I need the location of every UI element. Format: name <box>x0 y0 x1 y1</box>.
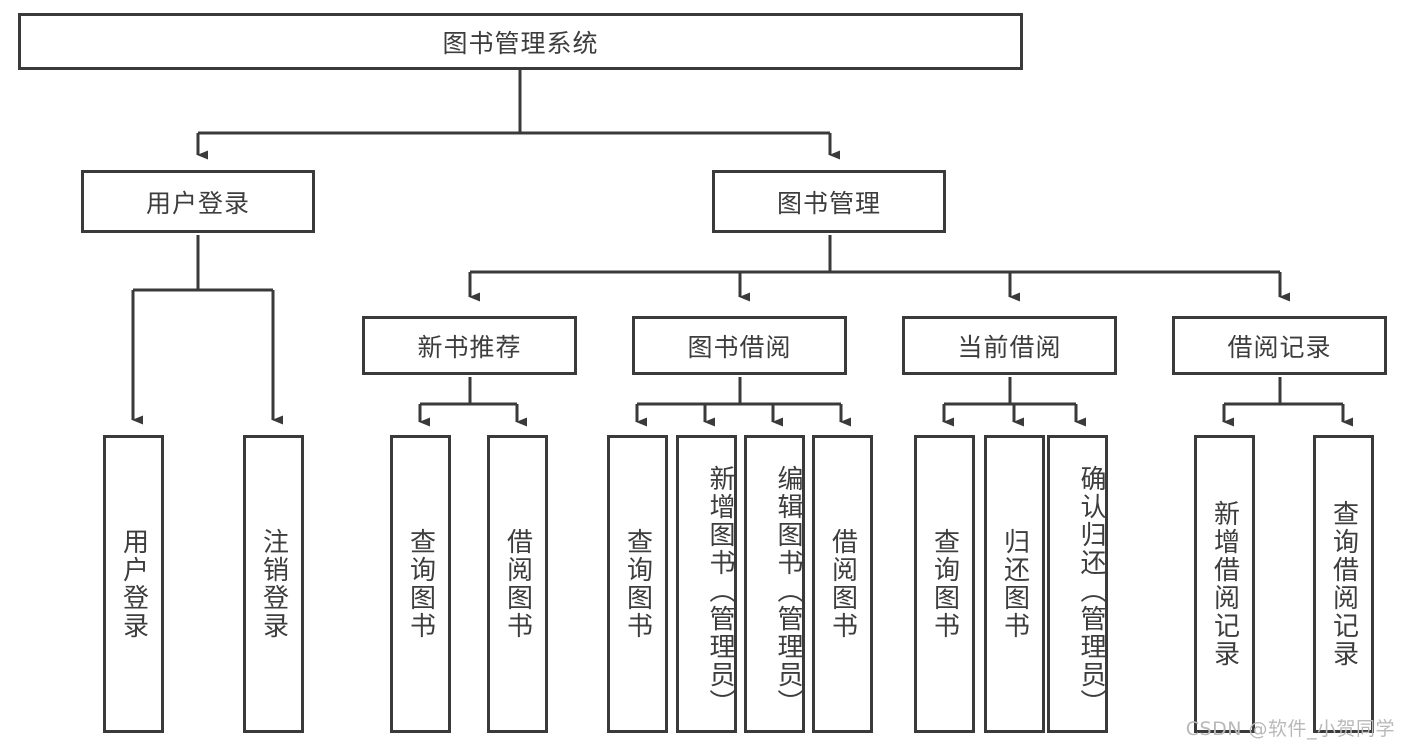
leaf-book-borrow-add-book-admin[interactable]: 新增图书（管理员） <box>676 435 737 733</box>
leaf-user-login-logout[interactable]: 注销登录 <box>243 435 304 733</box>
leaf-user-login-login[interactable]: 用户登录 <box>103 435 164 733</box>
leaf-current-borrow-query-book[interactable]: 查询图书 <box>914 435 975 733</box>
leaf-borrow-record-query-record[interactable]: 查询借阅记录 <box>1313 435 1374 733</box>
leaf-current-borrow-return-book[interactable]: 归还图书 <box>984 435 1045 733</box>
node-current-borrow[interactable]: 当前借阅 <box>902 316 1117 375</box>
node-book-borrow[interactable]: 图书借阅 <box>632 316 847 375</box>
node-root-book-management-system[interactable]: 图书管理系统 <box>18 13 1023 70</box>
node-user-login[interactable]: 用户登录 <box>81 170 315 233</box>
node-borrow-record[interactable]: 借阅记录 <box>1172 316 1387 375</box>
leaf-new-book-query-book[interactable]: 查询图书 <box>390 435 451 733</box>
leaf-book-borrow-borrow-book[interactable]: 借阅图书 <box>812 435 873 733</box>
leaf-book-borrow-edit-book-admin[interactable]: 编辑图书（管理员） <box>744 435 805 733</box>
leaf-new-book-borrow-book[interactable]: 借阅图书 <box>487 435 548 733</box>
leaf-borrow-record-add-record[interactable]: 新增借阅记录 <box>1194 435 1255 733</box>
leaf-current-borrow-confirm-return-admin[interactable]: 确认归还（管理员） <box>1047 435 1108 733</box>
node-new-book-recommend[interactable]: 新书推荐 <box>362 316 577 375</box>
node-book-management[interactable]: 图书管理 <box>712 170 946 233</box>
watermark-text: CSDN @软件_小贺同学 <box>1185 718 1395 740</box>
leaf-book-borrow-query-book[interactable]: 查询图书 <box>607 435 668 733</box>
